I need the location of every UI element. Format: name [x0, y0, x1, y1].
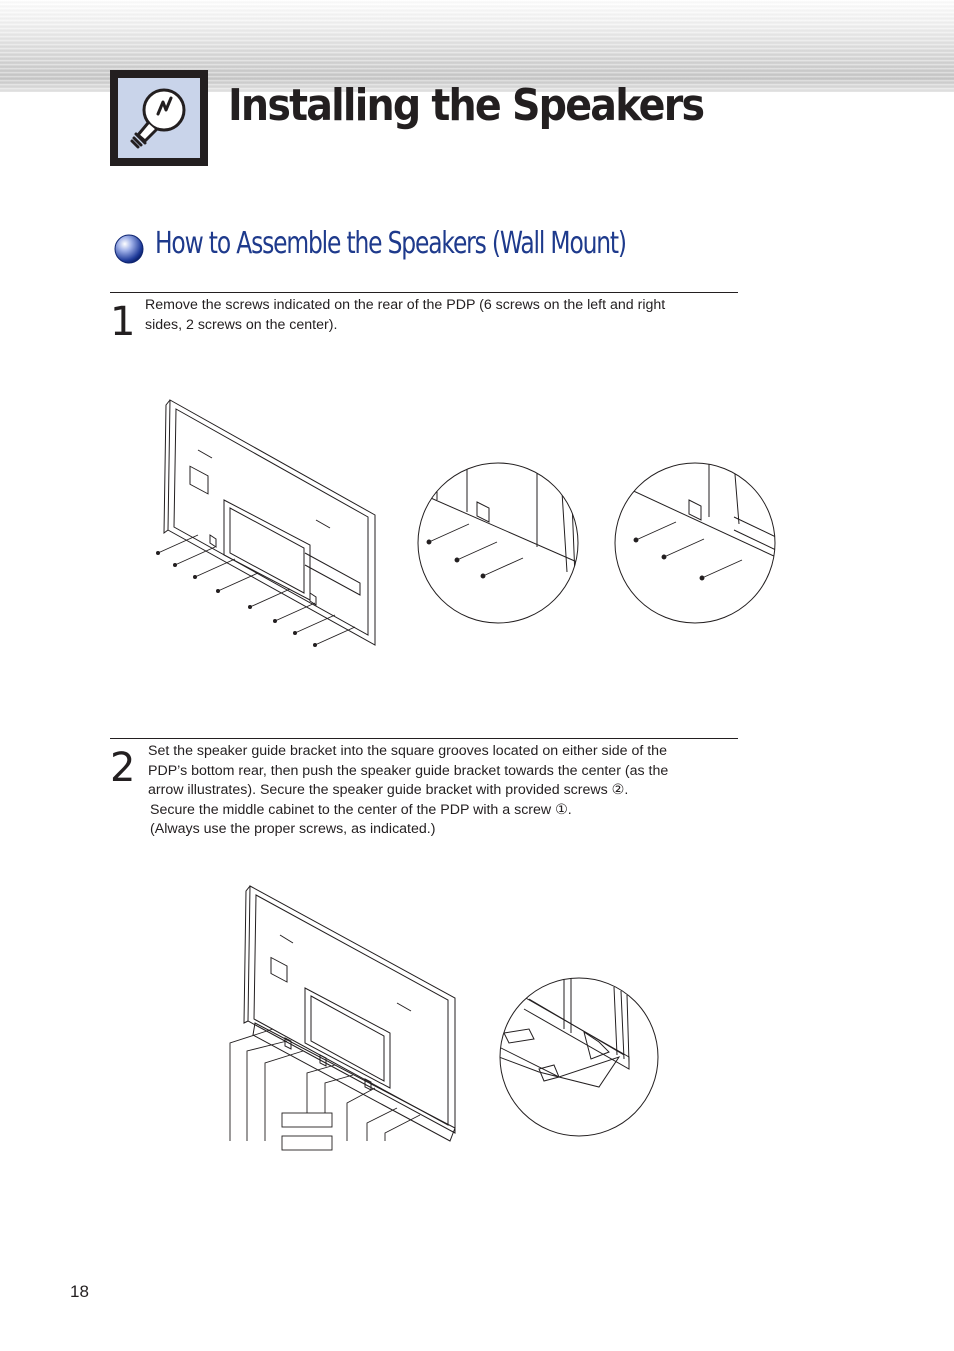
- step-2-line-4: Secure the middle cabinet to the center …: [150, 801, 572, 818]
- page-number: 18: [70, 1282, 89, 1301]
- step-2-divider: [110, 738, 738, 739]
- step-2-line-5: (Always use the proper screws, as indica…: [150, 821, 436, 837]
- step-1-line-2: sides, 2 screws on the center).: [145, 316, 338, 333]
- bracket-illustration: [229, 885, 456, 1151]
- step-2-line-3: arrow illustrates). Secure the speaker g…: [148, 782, 629, 798]
- blue-sphere-icon: [114, 234, 144, 264]
- lightbulb-icon: [110, 70, 208, 166]
- pdp-rear-illustration: [156, 399, 376, 647]
- step-2-number: 2: [110, 745, 136, 791]
- screw-detail-right: [614, 462, 776, 624]
- bracket-detail: [499, 977, 659, 1137]
- step-1-line-1: Remove the screws indicated on the rear …: [145, 297, 666, 313]
- step-1-number: 1: [110, 299, 136, 345]
- step-2-line-2: PDP’s bottom rear, then push the speaker…: [148, 762, 669, 779]
- step-2-line-1: Set the speaker guide bracket into the s…: [148, 743, 667, 759]
- step-1-divider: [110, 292, 738, 293]
- screw-detail-left: [417, 462, 579, 624]
- step-2-text: Set the speaker guide bracket into the s…: [148, 742, 748, 840]
- page-title: Installing the Speakers: [228, 80, 705, 131]
- step-1-text: Remove the screws indicated on the rear …: [145, 296, 745, 335]
- section-heading: How to Assemble the Speakers (Wall Mount…: [155, 226, 627, 261]
